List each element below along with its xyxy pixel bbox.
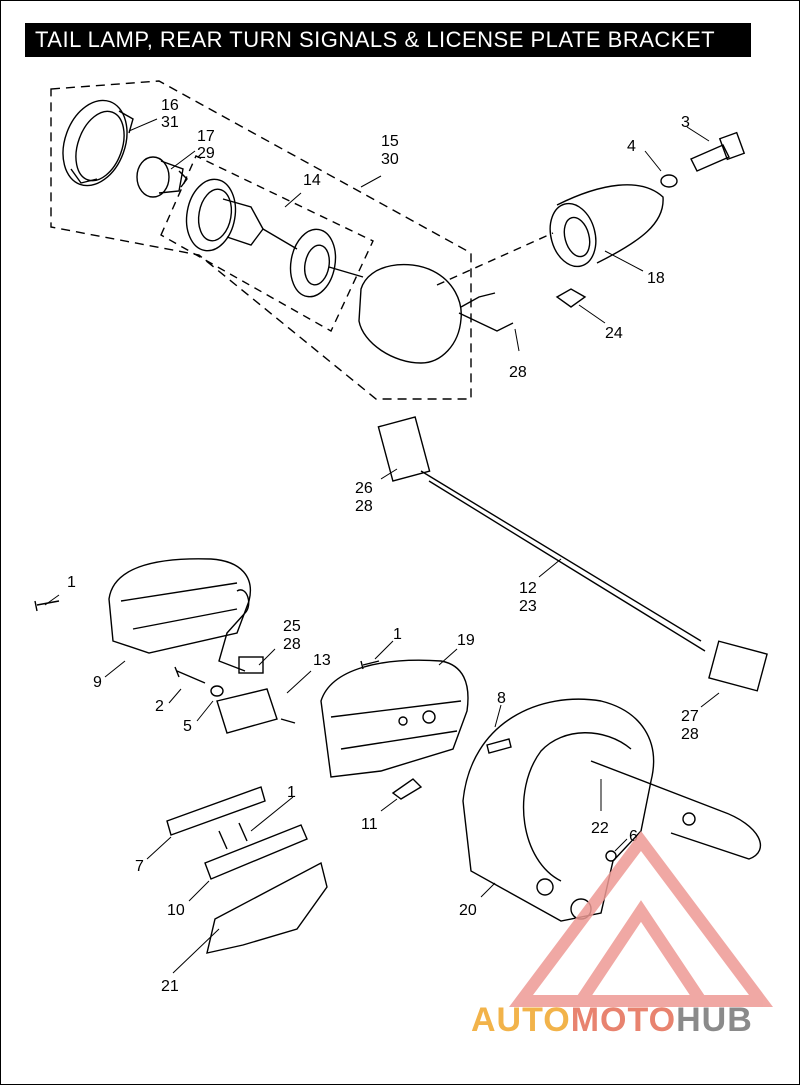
leader-lines — [44, 118, 720, 974]
socket-part — [185, 178, 364, 298]
callout-5: 5 — [183, 718, 192, 735]
callout-28-top: 28 — [509, 364, 527, 381]
callout-16: 16 — [161, 97, 179, 114]
callout-4: 4 — [627, 138, 636, 155]
callout-14: 14 — [303, 172, 321, 189]
callout-9: 9 — [93, 674, 102, 691]
license-lamp-part — [320, 659, 469, 778]
lens-ring-part — [62, 99, 134, 187]
callout-31: 31 — [161, 114, 179, 131]
bolt-part — [690, 131, 746, 172]
callout-1-middle: 1 — [393, 626, 402, 643]
callout-27: 27 — [681, 708, 699, 725]
callout-25: 25 — [283, 618, 301, 635]
watermark-triangle-icon — [509, 831, 773, 1007]
mount-housing-part — [549, 184, 664, 268]
callout-6: 6 — [629, 828, 638, 845]
title-bar: TAIL LAMP, REAR TURN SIGNALS & LICENSE P… — [25, 23, 751, 57]
callout-26: 26 — [355, 480, 373, 497]
callout-1-bottom: 1 — [287, 784, 296, 801]
callout-23: 23 — [519, 598, 537, 615]
callout-20: 20 — [459, 902, 477, 919]
bulb-part — [136, 156, 188, 198]
page-title: TAIL LAMP, REAR TURN SIGNALS & LICENSE P… — [35, 27, 716, 52]
callout-17: 17 — [197, 128, 215, 145]
watermark-auto: AUTO — [471, 1001, 571, 1039]
callout-12: 12 — [519, 580, 537, 597]
callout-18: 18 — [647, 270, 665, 287]
callout-24: 24 — [605, 325, 623, 342]
callout-19: 19 — [457, 632, 475, 649]
washer-part-b — [210, 685, 224, 697]
mounting-plate-part — [206, 861, 328, 954]
callout-2: 2 — [155, 698, 164, 715]
callout-29: 29 — [197, 145, 215, 162]
callout-28-harness-bottom: 28 — [681, 726, 699, 743]
turn-signal-housing-part — [358, 263, 514, 364]
screw-part-d — [218, 822, 248, 850]
pad-part — [166, 786, 266, 836]
callout-7: 7 — [135, 858, 144, 875]
callout-30: 30 — [381, 151, 399, 168]
callout-28-harness-top: 28 — [355, 498, 373, 515]
watermark-logo: AUTOMOTOHUB — [471, 821, 791, 1051]
plate-part — [204, 824, 308, 880]
callout-1-left: 1 — [67, 574, 76, 591]
clip-part — [555, 288, 587, 308]
wiring-harness-part — [377, 416, 768, 692]
watermark-text: AUTOMOTOHUB — [471, 1001, 753, 1040]
nut-part — [605, 850, 617, 862]
screw-part-a — [34, 600, 60, 612]
washer-part — [660, 174, 678, 188]
callout-8: 8 — [497, 690, 506, 707]
callout-3: 3 — [681, 114, 690, 131]
callout-13: 13 — [313, 652, 331, 669]
callout-11: 11 — [361, 816, 378, 833]
callout-15: 15 — [381, 133, 399, 150]
callout-10: 10 — [167, 902, 185, 919]
callout-22: 22 — [591, 820, 609, 837]
turn-signal-assembly-boundary — [50, 80, 472, 400]
watermark-hub: HUB — [676, 1001, 753, 1039]
callout-21: 21 — [161, 978, 179, 995]
clip-part-b — [391, 778, 423, 800]
screw-part-c — [174, 666, 206, 684]
assembly-centerline — [436, 232, 554, 286]
tail-lamp-part — [108, 558, 264, 674]
bracket-part — [216, 688, 296, 734]
watermark-moto: MOTO — [570, 1001, 677, 1039]
callout-28-lamp: 28 — [283, 636, 301, 653]
